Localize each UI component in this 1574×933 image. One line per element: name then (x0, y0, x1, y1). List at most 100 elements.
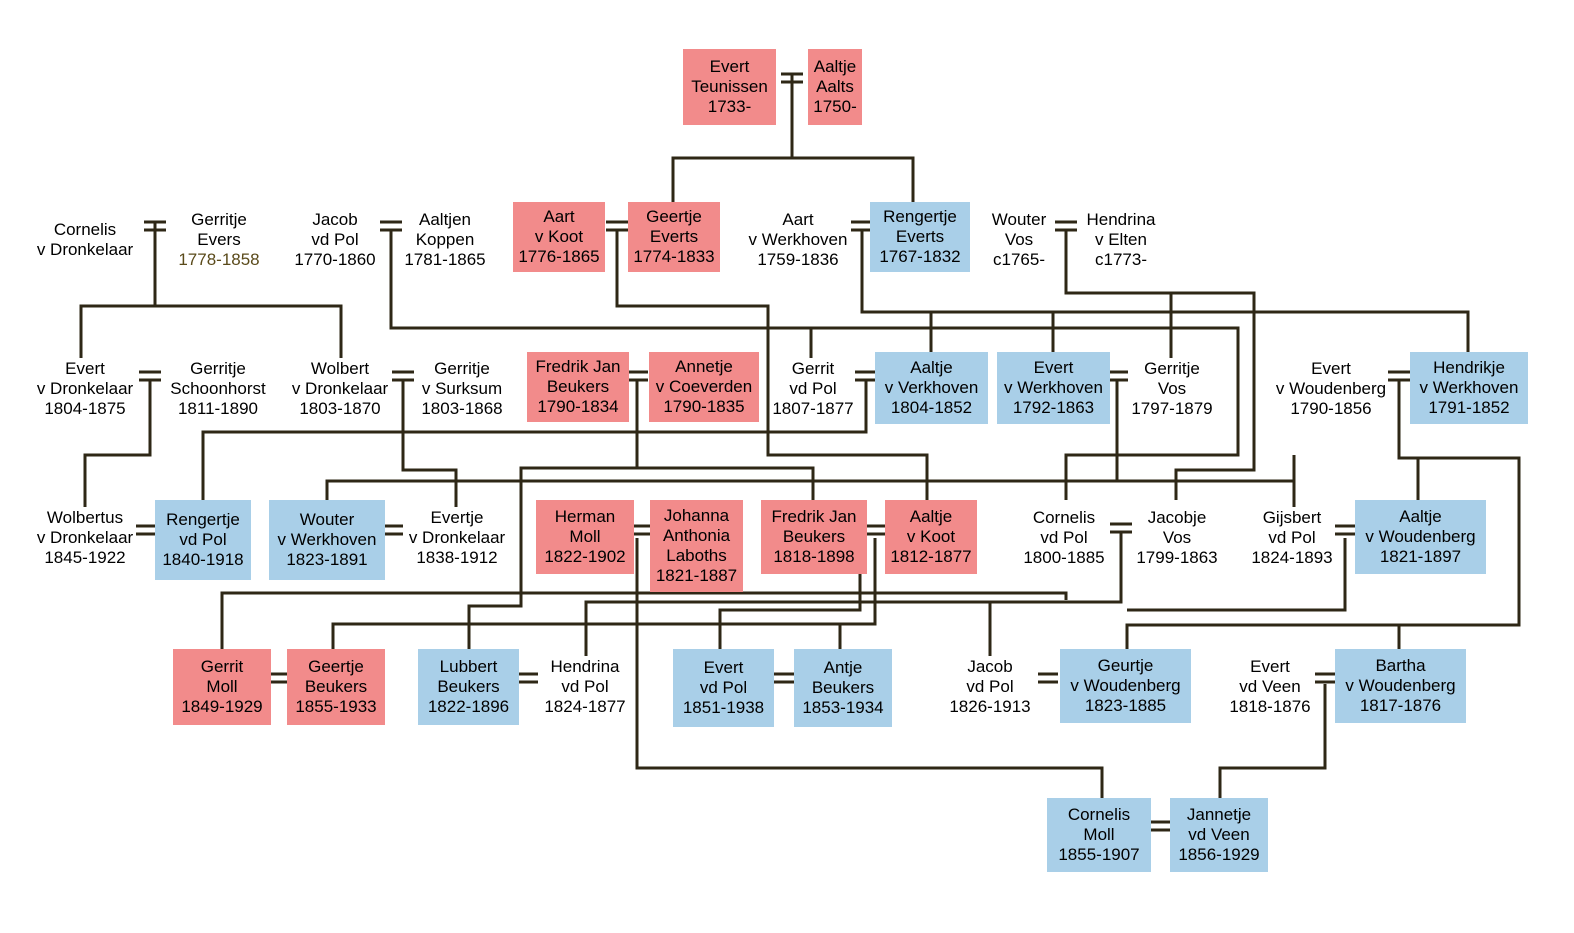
person-name-line1: Aart (782, 210, 814, 229)
person-years: 1804-1852 (890, 398, 973, 417)
person-name-line2: Schoonhorst (170, 379, 266, 398)
person-name-line1: Evert (709, 57, 750, 76)
person-name-line3: Laboths (666, 546, 727, 565)
person-name-line1: Antje (823, 658, 863, 677)
person-name-line1: Aaltjen (419, 210, 471, 229)
marriage-symbol (383, 524, 403, 536)
connector-line-14 (401, 380, 458, 507)
person-years: 1823-1891 (286, 550, 368, 569)
person-years: 1804-1875 (44, 399, 126, 418)
person-name-line1: Lubbert (439, 657, 498, 676)
person-years: 1803-1870 (299, 399, 381, 418)
person-name-line2: vd Pol (311, 230, 359, 249)
person-name-line1: Wolbert (310, 359, 370, 378)
person-years: 1799-1863 (1136, 548, 1218, 567)
person-years: 1817-1876 (1359, 696, 1442, 715)
person-name-line1: Jacob (967, 657, 1013, 676)
person-years: 1824-1877 (544, 697, 626, 716)
person-name-line2: Evers (197, 230, 241, 249)
person-name-line1: Bartha (1375, 656, 1426, 675)
connector-line-24 (584, 532, 1123, 656)
marriage-symbol (626, 370, 648, 382)
person-name-line2: Moll (206, 677, 238, 696)
person-name-line1: Wouter (991, 210, 1047, 229)
person-name-line1: Jacob (312, 210, 358, 229)
person-name-line2: vd Pol (789, 379, 837, 398)
person-name-line2: v Dronkelaar (36, 240, 134, 259)
person-name-line1: Gerrit (791, 359, 835, 378)
connector-line-2 (671, 156, 915, 202)
marriage-symbol (268, 672, 288, 684)
connector-line-13 (83, 380, 152, 507)
person-years: 1855-1933 (295, 697, 377, 716)
person-years: 1812-1877 (890, 547, 972, 566)
connector-line-27 (331, 538, 877, 649)
person-name-line1: Geurtje (1097, 656, 1154, 675)
person-name-line1: Evertje (430, 508, 484, 527)
marriage-symbol (1315, 672, 1335, 684)
marriage-symbol (136, 524, 156, 536)
person-years: 1800-1885 (1023, 548, 1105, 567)
person-name-line1: Geertje (308, 657, 364, 676)
person-name-line1: Gijsbert (1262, 508, 1322, 527)
person-years: 1767-1832 (879, 247, 961, 266)
person-years: 1792-1863 (1012, 398, 1095, 417)
person-name-line1: Jacobje (1147, 508, 1207, 527)
connector-line-5 (389, 230, 1240, 500)
person-years: 1797-1879 (1131, 399, 1213, 418)
person-name-line1: Gerrit (200, 657, 244, 676)
person-years: 1849-1929 (181, 697, 263, 716)
connector-line-15 (467, 380, 639, 649)
person-name-line1: Gerritje (191, 210, 247, 229)
person-years: 1822-1902 (544, 547, 626, 566)
person-years: 1778-1858 (178, 250, 260, 269)
person-name-line1: Gerritje (190, 359, 246, 378)
person-name-line1: Jannetje (1186, 805, 1252, 824)
person-name-line2: Vos (1157, 379, 1187, 398)
person-years: 1818-1898 (773, 547, 855, 566)
person-name-line2: vd Pol (561, 677, 609, 696)
connector-line-29 (718, 540, 862, 649)
person-name-line2: v Werkhoven (748, 230, 848, 249)
person-name-line2: v Surksum (421, 379, 503, 398)
person-name-line1: Aart (543, 207, 575, 226)
marriage-symbol (139, 370, 161, 382)
person-name-line2: v Woudenberg (1365, 527, 1476, 546)
person-name-line2: v Koot (534, 227, 584, 246)
person-name-line2: Beukers (437, 677, 500, 696)
person-name-line1: Rengertje (883, 207, 957, 226)
person-years: 1821-1897 (1379, 547, 1462, 566)
person-years: c1765- (993, 250, 1045, 269)
person-name-line1: Geertje (646, 207, 702, 226)
person-name-line2: Koppen (415, 230, 475, 249)
person-name-line1: Evert (65, 359, 105, 378)
person-name-line2: Everts (649, 227, 699, 246)
person-years: 1826-1913 (949, 697, 1031, 716)
person-name-line1: Evert (1250, 657, 1290, 676)
person-years: 1750- (813, 97, 857, 116)
person-name-line2: v Dronkelaar (408, 528, 506, 547)
person-name-line1: Evert (1033, 358, 1074, 377)
